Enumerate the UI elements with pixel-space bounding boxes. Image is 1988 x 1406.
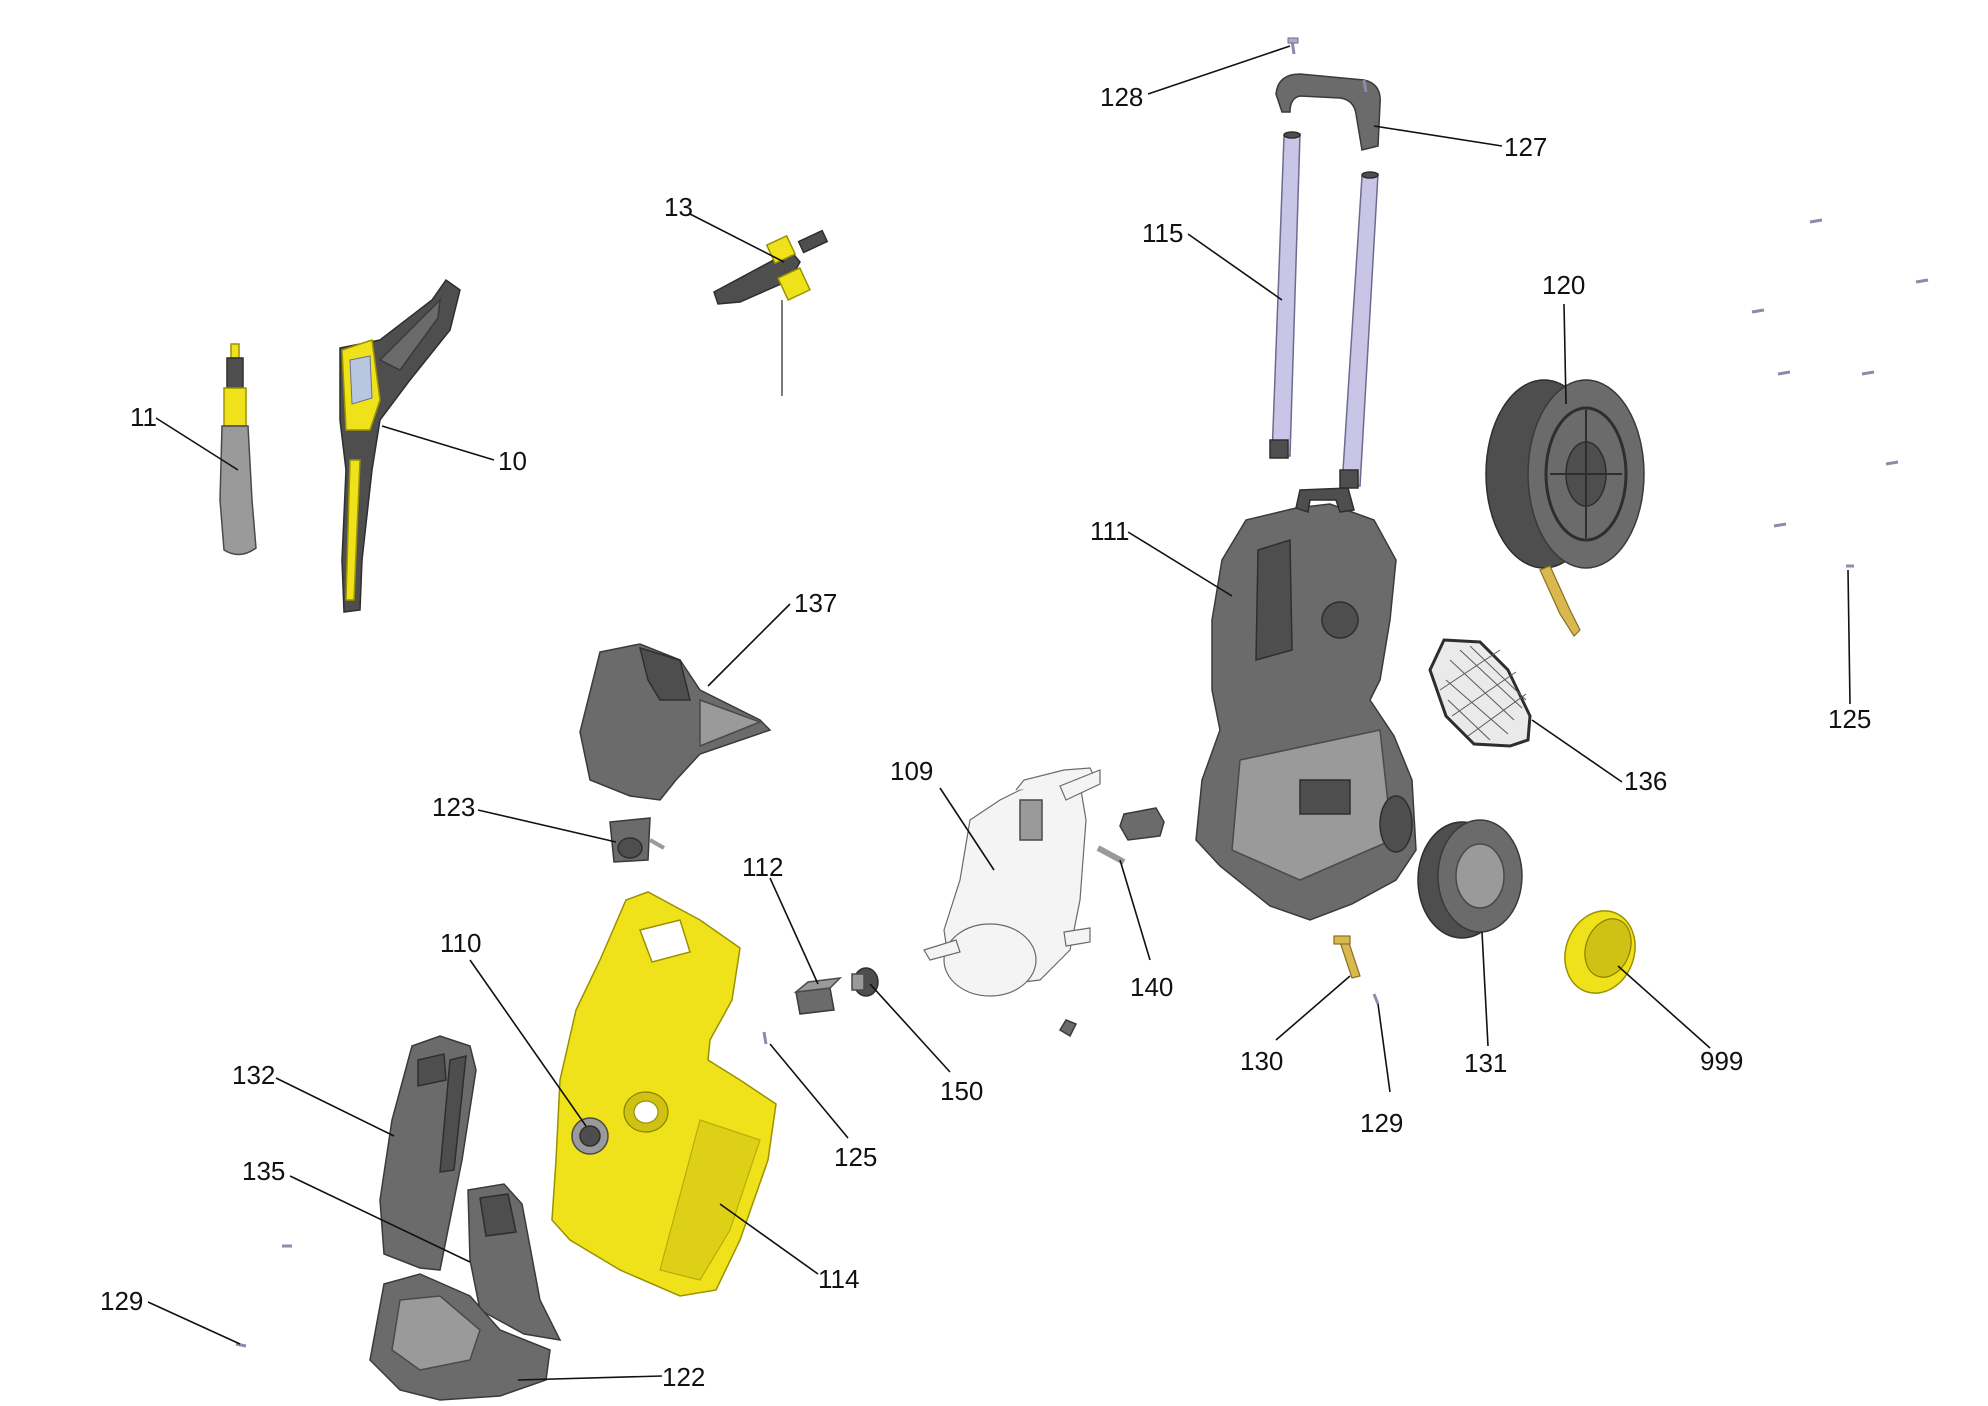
leader-127 <box>1373 125 1503 147</box>
callout-122: 122 <box>662 1362 705 1392</box>
callout-140: 140 <box>1130 972 1173 1002</box>
callout-115: 115 <box>1142 218 1183 248</box>
callout-132: 132 <box>232 1060 275 1090</box>
leader-129a <box>147 1301 241 1345</box>
leader-130 <box>1275 975 1351 1041</box>
callout-129b: 129 <box>1360 1108 1403 1138</box>
leader-999 <box>1617 965 1711 1049</box>
part-11-spray-lance[interactable] <box>219 343 257 556</box>
part-999-cap[interactable] <box>1554 901 1647 1003</box>
callout-112: 112 <box>742 852 783 882</box>
part-150-connector[interactable] <box>851 967 879 997</box>
part-115-handle-tubes[interactable] <box>1269 131 1379 489</box>
part-114-front-housing[interactable] <box>551 891 777 1297</box>
callout-127: 127 <box>1504 132 1547 162</box>
leader-136 <box>1531 719 1623 783</box>
part-129-screw-left[interactable] <box>235 1244 292 1348</box>
leader-128 <box>1147 45 1291 95</box>
leader-11 <box>155 417 239 471</box>
callout-136: 136 <box>1624 766 1667 796</box>
callout-125a: 125 <box>834 1142 877 1172</box>
part-122-bottom-cover[interactable] <box>369 1273 551 1401</box>
callout-114: 114 <box>818 1264 859 1294</box>
part-130-brass-fitting[interactable] <box>1333 935 1361 979</box>
part-140-pin[interactable] <box>1096 845 1126 865</box>
part-120-hose-reel[interactable] <box>1485 379 1645 637</box>
leader-137 <box>707 603 791 687</box>
part-131-wheel[interactable] <box>1417 819 1523 939</box>
part-110-switch-knob[interactable] <box>571 1117 609 1155</box>
callout-109: 109 <box>890 756 933 786</box>
callout-131: 131 <box>1464 1048 1507 1078</box>
part-135-inner-cover[interactable] <box>467 1183 562 1341</box>
callout-120: 120 <box>1542 270 1585 300</box>
leader-132 <box>275 1077 395 1137</box>
leader-123 <box>477 809 617 843</box>
part-111-rear-housing[interactable] <box>1195 487 1417 921</box>
part-129-screw-right[interactable] <box>1372 993 1380 1005</box>
callout-137: 137 <box>794 588 837 618</box>
leader-129b <box>1377 1003 1391 1093</box>
part-13-nozzle-wand[interactable] <box>713 229 829 396</box>
leader-114 <box>719 1203 819 1275</box>
leader-109 <box>939 787 995 871</box>
leader-13 <box>689 213 785 263</box>
callout-135: 135 <box>242 1156 285 1186</box>
callout-150: 150 <box>940 1076 983 1106</box>
leader-135 <box>289 1175 471 1263</box>
callout-111: 111 <box>1090 516 1130 546</box>
callout-10: 10 <box>498 446 527 476</box>
callout-13: 13 <box>664 192 693 222</box>
part-128-screw[interactable] <box>1287 37 1299 55</box>
callout-130: 130 <box>1240 1046 1283 1076</box>
leader-125a <box>769 1043 849 1139</box>
leader-140 <box>1119 859 1151 961</box>
callout-125b: 125 <box>1828 704 1871 734</box>
leader-10 <box>381 425 495 461</box>
part-127-top-handle[interactable] <box>1275 73 1381 151</box>
leader-110 <box>469 959 587 1127</box>
leader-111 <box>1127 531 1233 597</box>
part-109-pump-motor[interactable] <box>923 767 1101 1038</box>
part-112-block[interactable] <box>793 976 843 1015</box>
leader-131 <box>1481 931 1489 1047</box>
part-136-filter-mesh[interactable] <box>1428 638 1532 748</box>
part-125-screw-left[interactable] <box>762 1031 768 1045</box>
part-123-fitting[interactable] <box>609 817 665 863</box>
leader-112 <box>769 877 819 985</box>
part-125-screw-set[interactable] <box>1751 218 1929 568</box>
part-140-block[interactable] <box>1119 807 1165 841</box>
part-10-trigger-gun[interactable] <box>339 278 461 613</box>
leader-122 <box>517 1375 663 1381</box>
leader-125b <box>1847 569 1851 705</box>
callout-999: 999 <box>1700 1046 1743 1076</box>
part-132-side-cover[interactable] <box>379 1035 477 1271</box>
leader-120 <box>1563 303 1567 405</box>
callout-123: 123 <box>432 792 475 822</box>
callout-129a: 129 <box>100 1286 143 1316</box>
callout-128: 128 <box>1100 82 1143 112</box>
part-137-accessory-tray[interactable] <box>579 643 772 801</box>
leader-150 <box>869 983 951 1073</box>
callout-11: 11 <box>130 402 157 432</box>
callout-110: 110 <box>440 928 481 958</box>
leader-115 <box>1187 233 1283 301</box>
